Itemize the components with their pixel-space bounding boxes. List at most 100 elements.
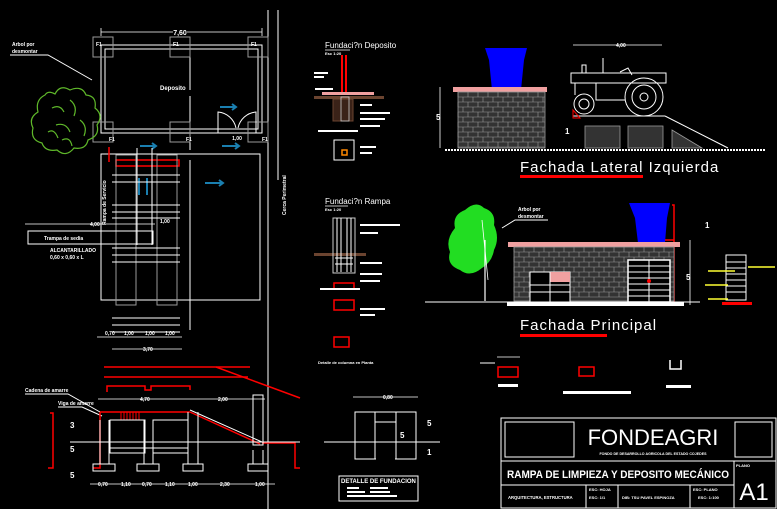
detail-red-rect [578,366,595,377]
door-lock [647,279,651,283]
footing-tag: F1 [109,137,115,143]
tractor-icon [570,58,667,117]
roof-slab [453,87,547,92]
plan-width-dim: 7,60 [173,30,187,37]
tree-callout-line2: desmontar [12,49,38,55]
ramp-area-outline [100,153,261,301]
foundation-gap [376,440,395,460]
section-vert-label: 3 [70,421,75,430]
logo-box-left [504,421,575,458]
trap-channel [27,230,154,245]
footing-plan [333,139,355,161]
flow-arrow-icon [222,142,241,150]
title-block-frame [500,417,777,509]
foundation-detail: 0,80 5 5 1 DETALLE DE FUNDACION [324,395,440,502]
footing-f1 [169,36,191,58]
floor-slab [322,92,374,95]
ramp-slope-red [189,411,261,445]
door-slats [628,260,670,302]
section-bottom-dim: 2,30 [220,482,230,488]
foundation-deposit-detail: Fundaci?n Deposito Esc 1:20 [314,41,397,161]
section-bottom-dim: 1,00 [255,482,265,488]
flow-arrow-icon [138,178,148,195]
small-details [480,356,691,394]
wheel-chock-red [572,108,582,119]
section-bottom-dim: 0,70 [98,482,108,488]
detail-caption-block [666,385,691,388]
detail-caption-block [498,384,518,387]
foundation-deposit-scale: Esc 1:20 [325,51,342,56]
lateral-elevation-title: Fachada Lateral Izquierda [520,159,719,176]
detail-dim-right: 5 [400,431,405,440]
foundation-deposit-title: Fundaci?n Deposito [325,41,397,50]
logo-box-right [734,421,773,458]
ramp-track-right [156,154,178,306]
footing-excavation [332,98,354,122]
tree-elevation-icon [448,204,497,301]
footing-tag: F1 [251,42,257,48]
bottom-dim: 1,00 [165,331,175,337]
ramp-section: Cadena de amarre Viga de amarre 4,70 2,0… [25,366,301,488]
column-plan-red [333,299,355,311]
deposit-brick-wall [457,91,546,149]
foundation-ramp-caption: Detalle de columna en Planta [318,360,374,365]
detail-title: DETALLE DE FUNDACION [341,479,416,485]
soil-line [314,253,366,256]
principal-elevation: Arbol por desmontar 5 1 [425,203,775,337]
left-elevation: 4,00 5 1 Fachada Lateral Izquierda [436,43,766,178]
water-tank [629,203,670,243]
sheet-label: ESC: HOJA [589,487,611,492]
title-block: FONDEAGRI FONDO DE DESARROLLO AGRICOLA D… [500,417,777,509]
bottom-dim: 1,00 [124,331,134,337]
left-dim: 4,00 [90,222,100,228]
lateral-height-dim: 1 [565,127,570,136]
section-top-dim: 4,70 [140,397,150,403]
flow-arrow-icon [205,179,225,187]
section-red-beam [106,385,191,392]
column-cage [340,96,350,122]
footing-f1 [247,121,269,143]
red-border [93,412,101,469]
culvert-label-2: 0,60 x 0,60 x L [50,255,84,261]
project-title: RAMPA DE LIMPIEZA Y DEPOSITO MECÁNICO [507,468,729,481]
section-bottom-dim: 0,70 [142,482,152,488]
deposit-inner-wall [104,48,259,130]
flow-arrow-icon [140,142,158,150]
water-tank [485,48,527,90]
sheet-value: ESC: 1/1 [589,495,606,500]
bottom-dim: 1,00 [145,331,155,337]
footing-f1 [169,121,191,143]
section-callout-left: Viga de amarre [58,401,94,407]
section-bottom-dim: 1,00 [188,482,198,488]
detail-caption-block [563,391,631,394]
u-channel-detail [669,360,682,370]
footing-tag: F1 [96,42,102,48]
culvert-label-1: ALCANTARILLADO [50,248,96,254]
discipline: ARQUITECTURA, ESTRUCTURA [508,495,573,500]
detail-dim-top: 0,80 [383,395,393,401]
ramp-brick-block [584,125,621,149]
window-panel [550,272,570,282]
title-underline-red [520,175,643,178]
principal-height-dim: 5 [686,273,691,282]
ramp-rungs [112,174,180,333]
flow-arrow-icon [220,103,238,111]
deposit-outer-wall [100,44,263,134]
section-vert-label: 5 [70,445,75,454]
plan-value: ESC: 1:100 [698,495,720,500]
pit-left [109,419,146,454]
brand-name: FONDEAGRI [588,425,719,450]
annotation-blocks [347,487,397,497]
ramp-label: Rampa de Servicio [102,180,108,225]
annotation-blocks [314,72,390,154]
door-dim: 1,00 [232,136,242,142]
bottom-total: 3,70 [143,347,153,353]
rebar-lines [335,218,353,272]
side-section-base [722,302,752,305]
tree-callout-line1: Arbol por [12,42,35,48]
room-label: Deposito [160,86,186,92]
principal-elevation-title: Fachada Principal [520,317,657,334]
grill-bars [120,412,140,420]
detail-label-box [338,475,419,502]
